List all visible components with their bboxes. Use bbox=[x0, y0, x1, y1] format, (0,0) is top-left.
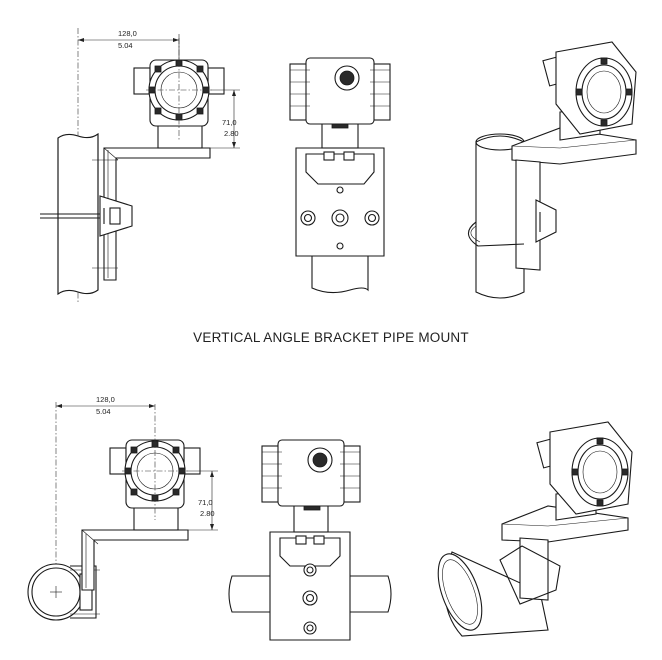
bottom-width-in: 5.04 bbox=[96, 407, 111, 416]
top-side-view bbox=[40, 28, 240, 302]
top-height-in: 2.80 bbox=[224, 129, 239, 138]
top-width-mm: 128,0 bbox=[118, 29, 137, 38]
top-iso-view bbox=[467, 41, 637, 299]
bottom-height-in: 2.80 bbox=[200, 509, 215, 518]
top-height-mm: 71,0 bbox=[222, 118, 237, 127]
top-rear-view bbox=[289, 57, 391, 294]
bottom-side-view bbox=[27, 402, 218, 621]
top-width-in: 5.04 bbox=[118, 41, 133, 50]
bottom-iso-view bbox=[437, 421, 633, 637]
bottom-height-mm: 71,0 bbox=[198, 498, 213, 507]
figure-caption: VERTICAL ANGLE BRACKET PIPE MOUNT bbox=[193, 330, 469, 345]
bottom-rear-view bbox=[228, 439, 392, 641]
bottom-width-mm: 128,0 bbox=[96, 395, 115, 404]
